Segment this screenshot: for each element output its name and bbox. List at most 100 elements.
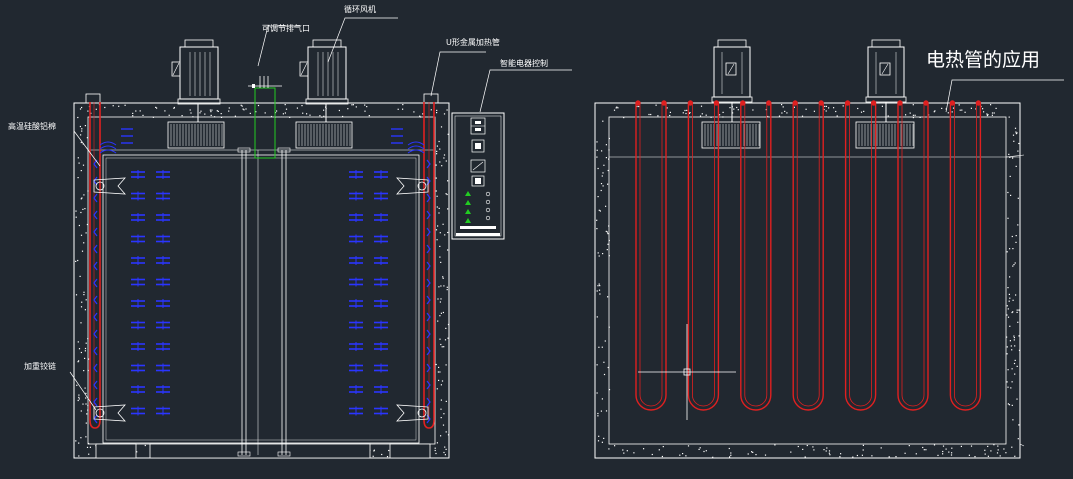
insulation-dot <box>438 379 440 381</box>
insulation-dot <box>666 107 668 109</box>
insulation-dot <box>440 343 442 346</box>
fin <box>156 277 170 287</box>
fin <box>374 299 388 308</box>
insulation-dot <box>1009 248 1011 250</box>
insulation-dot <box>605 410 608 412</box>
insulation-dot <box>440 285 442 287</box>
airflow-arrow <box>426 278 431 288</box>
insulation-dot <box>942 445 945 447</box>
insulation-dot <box>85 342 87 344</box>
circulation-fan-right-view-2 <box>855 39 915 149</box>
fin <box>131 170 145 179</box>
insulation-dot <box>722 116 724 118</box>
insulation-dot <box>85 232 87 234</box>
insulation-dot <box>1013 337 1015 339</box>
insulation-dot <box>1005 452 1007 454</box>
insulation-dot <box>600 183 603 185</box>
insulation-dot <box>435 363 437 366</box>
insulation-dot <box>87 110 89 112</box>
insulation-dot <box>1011 404 1013 406</box>
insulation-dot <box>737 109 739 111</box>
insulation-dot <box>124 104 126 106</box>
insulation-dot <box>1014 127 1017 129</box>
insulation-dot <box>282 113 284 115</box>
airflow-arc <box>407 141 425 146</box>
insulation-dot <box>774 444 776 446</box>
insulation-dot <box>698 448 700 450</box>
insulation-dot <box>840 453 842 455</box>
insulation-dot <box>601 441 603 443</box>
insulation-dot <box>355 106 357 108</box>
insulation-dot <box>839 456 841 458</box>
insulation-dot <box>351 104 353 106</box>
insulation-dot <box>1015 241 1017 243</box>
fin <box>374 363 388 373</box>
insulation-dot <box>284 112 286 114</box>
insulation-dot <box>975 108 977 110</box>
insulation-dot <box>444 454 446 456</box>
insulation-dot <box>947 112 949 114</box>
insulation-dot <box>615 107 617 109</box>
airflow-arrow <box>426 261 431 271</box>
insulation-dot <box>730 454 732 456</box>
insulation-dot <box>1016 311 1018 313</box>
insulation-dot <box>87 190 89 192</box>
insulation-dot <box>703 450 705 453</box>
adjustable-vent <box>248 76 282 159</box>
insulation-dot <box>319 115 321 117</box>
insulation-dot <box>1007 217 1009 219</box>
insulation-dot <box>289 116 291 118</box>
insulation-dot <box>1008 116 1010 118</box>
insulation-dot <box>778 115 781 117</box>
insulation-dot <box>729 107 731 109</box>
insulation-dot <box>1011 446 1013 448</box>
airflow-arrow <box>426 363 431 373</box>
insulation-dot <box>435 190 437 192</box>
insulation-dot <box>598 289 601 291</box>
insulation-dot <box>700 105 703 107</box>
insulation-dot <box>736 106 738 109</box>
insulation-dot <box>342 115 344 118</box>
insulation-dot <box>1012 248 1014 250</box>
insulation-dot <box>856 454 858 457</box>
insulation-dot <box>447 208 449 210</box>
insulation-dot <box>78 394 80 396</box>
right-outer-wall <box>594 102 1021 459</box>
insulation-dot <box>995 107 997 109</box>
insulation-speckles-right <box>596 104 1021 458</box>
control-cabinet <box>451 112 505 240</box>
fin <box>349 299 363 308</box>
insulation-dot <box>439 148 441 150</box>
fin <box>131 363 145 373</box>
insulation-dot <box>373 450 375 452</box>
insulation-dot <box>597 252 599 254</box>
insulation-dot <box>210 111 212 113</box>
insulation-dot <box>204 113 206 115</box>
insulation-dot <box>136 451 138 453</box>
insulation-dot <box>991 114 993 116</box>
insulation-dot <box>941 107 943 109</box>
insulation-dot <box>608 239 610 242</box>
insulation-dot <box>982 108 984 110</box>
insulation-dot <box>622 449 624 451</box>
insulation-dot <box>605 144 607 146</box>
insulation-dot <box>84 357 86 359</box>
insulation-dot <box>89 446 91 448</box>
insulation-dot <box>942 450 944 453</box>
insulation-dot <box>1013 264 1015 266</box>
insulation-dot <box>306 113 308 115</box>
insulation-dot <box>80 410 82 412</box>
airflow-arrow <box>426 295 431 305</box>
insulation-dot <box>435 452 437 455</box>
insulation-dot <box>436 239 438 241</box>
airflow-arrow <box>93 346 98 356</box>
insulation-dot <box>78 360 80 362</box>
insulation-dot <box>606 249 608 251</box>
airflow-arrow <box>93 295 98 305</box>
insulation-dot <box>833 107 835 109</box>
insulation-dot <box>651 453 653 456</box>
insulation-dot <box>440 408 442 410</box>
label-fan: 循环风机 <box>344 4 376 14</box>
insulation-dot <box>444 234 446 236</box>
